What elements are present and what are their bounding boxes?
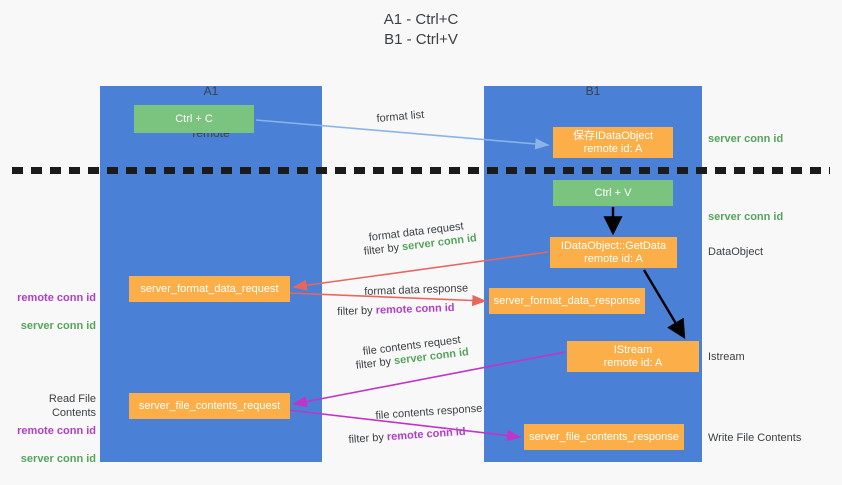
label-format-data-response: format data response [364, 282, 469, 298]
box-server-format-data-response[interactable]: server_format_data_response [489, 288, 645, 314]
label-format-data-response-filter: filter by remote conn id [337, 301, 455, 319]
label-file-contents-response-filter: filter by remote conn id [348, 425, 466, 447]
filter-value-remote-conn-id: remote conn id [375, 301, 455, 317]
lane-title-b1: B1 [585, 84, 601, 98]
filter-value-remote-conn-id: remote conn id [386, 425, 466, 444]
box-server-file-contents-response[interactable]: server_file_contents_response [524, 424, 684, 450]
box-ctrl-v[interactable]: Ctrl + V [553, 180, 673, 206]
filter-prefix: filter by [348, 431, 388, 446]
label-dataobject: DataObject [708, 246, 764, 258]
label-istream: Istream [708, 351, 745, 363]
label-server-conn-id-mid: server conn id [708, 211, 784, 223]
label-write-file-contents: Write File Contents [708, 432, 802, 444]
box-server-format-data-request[interactable]: server_format_data_request [129, 276, 290, 302]
label-read-file-contents: Read File Contents [48, 393, 96, 419]
label-remote-conn-id-1: remote conn id [17, 292, 96, 304]
label-file-contents-response: file contents response [375, 402, 483, 422]
dashed-divider [12, 167, 830, 174]
label-remote-conn-id-2: remote conn id [17, 425, 96, 437]
filter-prefix: filter by [363, 241, 403, 258]
lane-title-a1: A1 [203, 84, 219, 98]
label-conn-ids-top: remote conn id server conn id [8, 277, 96, 347]
label-format-list: format list [376, 108, 425, 125]
box-idataobject[interactable]: 保存IDataObject remote id: A [553, 127, 673, 158]
box-istream[interactable]: IStream remote id: A [567, 341, 699, 372]
label-server-conn-id-top: server conn id [708, 133, 784, 145]
diagram-title: A1 - Ctrl+C B1 - Ctrl+V [383, 11, 459, 48]
label-server-conn-id-1: server conn id [20, 320, 96, 332]
filter-prefix: filter by [355, 355, 395, 372]
box-ctrl-c[interactable]: Ctrl + C [134, 105, 254, 133]
label-conn-ids-bottom: remote conn id server conn id [8, 410, 96, 480]
filter-prefix: filter by [337, 304, 376, 318]
label-server-conn-id-2: server conn id [20, 453, 96, 465]
box-idataobject-getdata[interactable]: IDataObject::GetData remote id: A [550, 237, 677, 268]
box-server-file-contents-request[interactable]: server_file_contents_request [129, 393, 290, 419]
